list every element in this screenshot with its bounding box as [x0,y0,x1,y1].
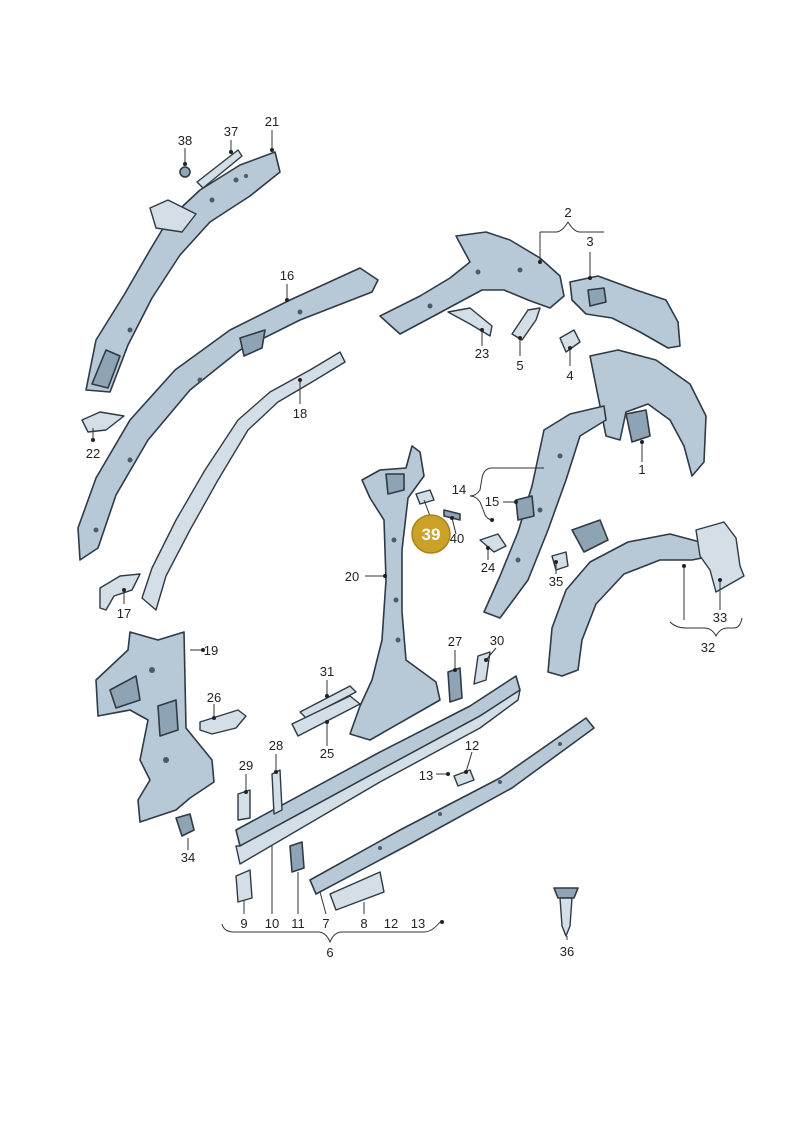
label-8: 8 [360,916,367,931]
label-21: 21 [265,114,279,129]
part-33-bracket [695,521,745,593]
label-33: 33 [713,610,727,625]
label-4: 4 [566,368,573,383]
part-22-bracket [81,411,125,433]
part-21-a-pillar-upper [85,151,281,393]
label-14: 14 [452,482,466,497]
label-10: 10 [265,916,279,931]
label-12-top: 12 [465,738,479,753]
label-31: 31 [320,664,334,679]
label-19: 19 [204,643,218,658]
label-20: 20 [345,569,359,584]
label-32: 32 [701,640,715,655]
part-39-plate [415,489,435,505]
label-5: 5 [516,358,523,373]
part-7-sill-outer [309,717,595,895]
label-18: 18 [293,406,307,421]
part-20-b-pillar [349,445,441,741]
callout-39-label: 39 [422,525,441,544]
part-24-bracket [479,533,507,553]
label-11: 11 [291,916,305,931]
part-26-bracket [199,709,247,735]
label-38: 38 [178,133,192,148]
label-22: 22 [86,446,100,461]
leader-lines [92,130,721,940]
part-27-bracket [447,667,463,703]
part-36-screw [553,887,579,937]
part-23-bracket [447,307,493,337]
label-7: 7 [322,916,329,931]
part-34-clip [175,813,195,837]
part-32-wheel-arch-inner [547,519,713,677]
part-40-bolt [443,509,461,521]
callout-39-highlight[interactable]: 39 [411,499,451,554]
part-10-sill-inner [235,675,521,865]
label-17: 17 [117,606,131,621]
part-number-labels: 1 2 3 4 5 6 7 8 9 10 11 12 12 13 13 14 1… [86,114,727,960]
part-18-roof-frame-inner [141,351,346,611]
label-2: 2 [564,205,571,220]
part-25-bracket [291,695,361,737]
label-25: 25 [320,746,334,761]
part-16-roof-side-rail [77,267,379,561]
label-9: 9 [240,916,247,931]
part-19-hinge-pillar [95,631,215,823]
label-27: 27 [448,634,462,649]
label-34: 34 [181,850,195,865]
label-3: 3 [586,234,593,249]
label-29: 29 [239,758,253,773]
part-29-bracket [237,789,251,821]
label-37: 37 [224,124,238,139]
callout-39-badge[interactable] [411,514,451,554]
label-6: 6 [326,945,333,960]
part-28-bracket [271,769,283,815]
label-23: 23 [475,346,489,361]
part-38-nut [179,166,191,178]
label-15: 15 [485,494,499,509]
label-36: 36 [560,944,574,959]
leader-dots [91,148,722,924]
label-24: 24 [481,560,495,575]
part-15-reinforcement [515,495,535,521]
part-17-bracket [99,573,141,611]
label-13-top: 13 [419,768,433,783]
part-11-bracket [289,841,305,873]
part-31-bracket [299,685,357,719]
part-3-tail-panel-side [569,275,681,349]
part-37-bracket-strip [196,149,243,189]
part-12-bracket [453,769,475,787]
part-14-c-pillar-inner [483,405,607,619]
part-30-bracket [473,651,491,685]
group-braces [221,221,743,944]
part-5-bracket [511,307,541,341]
part-9-bracket [235,869,253,903]
part-8-bracket [329,871,385,911]
label-30: 30 [490,633,504,648]
label-40: 40 [450,531,464,546]
part-1-wheel-house-outer [589,349,707,477]
label-12-bottom: 12 [384,916,398,931]
part-2-quarter-inner-upper [379,231,565,335]
part-4-plate [559,329,581,353]
label-16: 16 [280,268,294,283]
label-26: 26 [207,690,221,705]
label-35: 35 [549,574,563,589]
label-28: 28 [269,738,283,753]
label-1: 1 [638,462,645,477]
label-13-bottom: 13 [411,916,425,931]
